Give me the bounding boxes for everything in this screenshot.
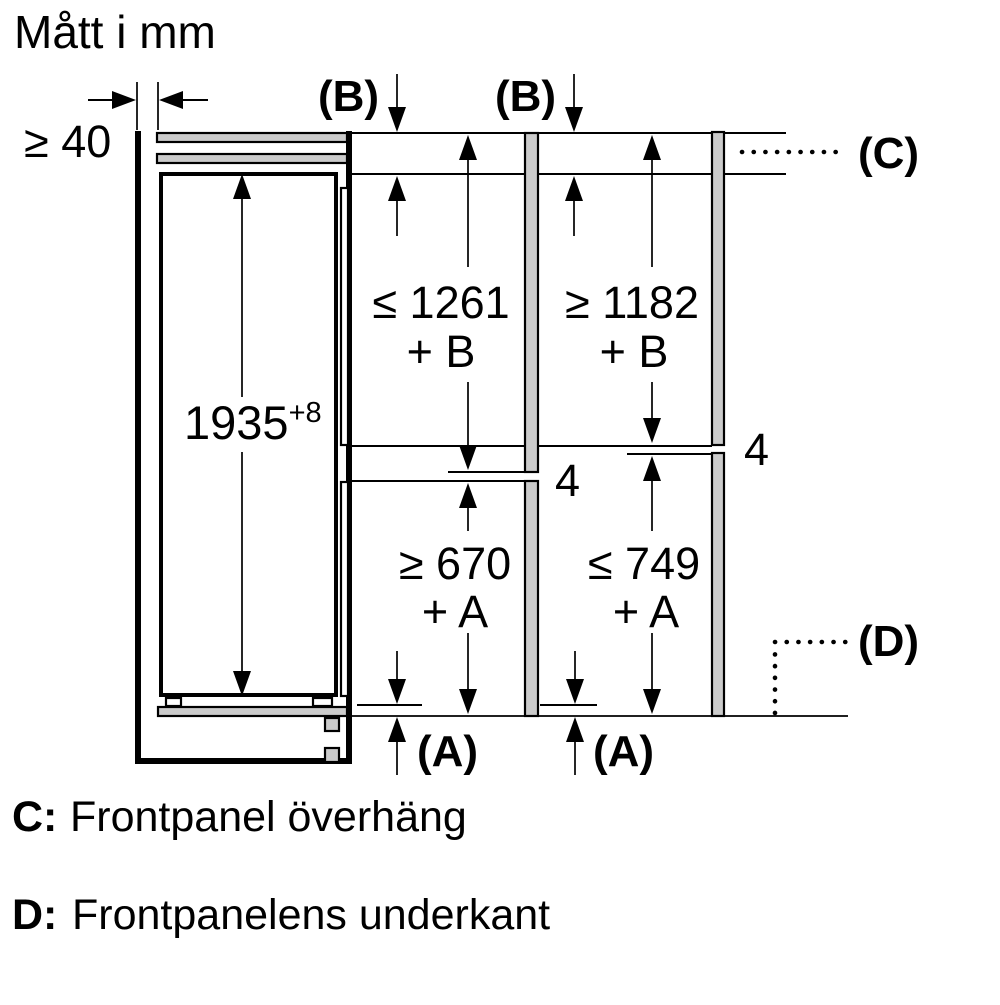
lower-left-value: ≥ 670 bbox=[399, 538, 511, 589]
arrow-up-icon bbox=[566, 717, 584, 742]
a-dimension-right: (A) bbox=[566, 651, 654, 776]
gap-right-label: 4 bbox=[744, 424, 769, 475]
arrow-up-icon bbox=[565, 176, 583, 201]
page-title: Mått i mm bbox=[14, 6, 216, 58]
arrow-down-icon bbox=[459, 689, 477, 714]
middle-panel-upper bbox=[523, 131, 540, 474]
legend-key-c: C: bbox=[12, 793, 57, 841]
arrow-down-icon bbox=[565, 107, 583, 132]
legend-text-c: Frontpanel överhäng bbox=[70, 793, 467, 841]
right-panel-upper bbox=[710, 130, 726, 447]
b-dimension-left: (B) bbox=[318, 72, 406, 236]
arrow-left-icon bbox=[159, 91, 183, 109]
legend: C: Frontpanel överhäng D: Frontpanelens un… bbox=[12, 793, 550, 939]
upper-right-value: ≥ 1182 bbox=[565, 277, 699, 328]
arrow-up-icon bbox=[233, 174, 251, 199]
front-panels bbox=[523, 130, 726, 718]
appliance-foot-right bbox=[311, 696, 334, 708]
a-dimension-left: (A) bbox=[388, 651, 478, 776]
top-fixing-rail-2 bbox=[155, 152, 349, 165]
lower-right-suffix: + A bbox=[613, 586, 679, 637]
arrow-up-icon bbox=[643, 135, 661, 160]
arrow-up-icon bbox=[388, 717, 406, 742]
c-reference: (C) bbox=[739, 129, 919, 178]
arrow-down-icon bbox=[233, 671, 251, 696]
c-label: (C) bbox=[858, 129, 919, 178]
arrow-down-icon bbox=[643, 689, 661, 714]
niche-height-label: 1935+8 bbox=[184, 396, 322, 449]
right-panel-lower bbox=[710, 451, 726, 718]
legend-text-d: Frontpanelens underkant bbox=[72, 891, 550, 939]
plinth-block-1 bbox=[323, 716, 341, 733]
cabinet-left-wall bbox=[135, 131, 141, 764]
bottom-fixing-rail bbox=[156, 705, 349, 718]
lower-left-dimension: ≥ 670 + A bbox=[399, 483, 511, 714]
b-left-label: (B) bbox=[318, 72, 379, 121]
upper-left-value: ≤ 1261 bbox=[372, 277, 509, 328]
arrow-down-icon bbox=[566, 679, 584, 704]
legend-line-c: C: Frontpanel överhäng bbox=[12, 793, 467, 841]
lower-right-value: ≤ 749 bbox=[588, 538, 700, 589]
appliance-door-lower bbox=[339, 480, 350, 698]
lower-left-suffix: + A bbox=[422, 586, 488, 637]
b-dimension-right: (B) bbox=[495, 72, 583, 236]
arrow-up-icon bbox=[388, 176, 406, 201]
upper-right-dimension: ≥ 1182 + B bbox=[565, 135, 699, 443]
top-fixing-rail-1 bbox=[155, 131, 349, 144]
arrow-up-icon bbox=[643, 456, 661, 481]
arrow-up-icon bbox=[459, 483, 477, 508]
wall-clearance-dimension: ≥ 40 bbox=[24, 82, 208, 167]
appliance-foot-left bbox=[164, 696, 183, 708]
middle-panel-lower bbox=[523, 479, 540, 718]
arrow-down-icon bbox=[459, 445, 477, 470]
arrow-down-icon bbox=[643, 418, 661, 443]
appliance-body bbox=[159, 172, 338, 697]
upper-left-dimension: ≤ 1261 + B bbox=[372, 135, 510, 470]
upper-left-suffix: + B bbox=[407, 326, 476, 377]
arrow-right-icon bbox=[112, 91, 136, 109]
arrow-up-icon bbox=[459, 135, 477, 160]
a-left-label: (A) bbox=[417, 727, 478, 776]
cabinet bbox=[135, 131, 352, 764]
plinth-block-2 bbox=[323, 746, 341, 764]
legend-line-d: D: Frontpanelens underkant bbox=[12, 891, 550, 939]
cabinet-right-wall bbox=[346, 131, 352, 764]
niche-height-dimension: 1935+8 bbox=[184, 174, 322, 696]
legend-key-d: D: bbox=[12, 891, 57, 939]
gap-middle-label: 4 bbox=[555, 455, 580, 506]
appliance-door-upper bbox=[339, 186, 350, 447]
d-label: (D) bbox=[858, 617, 919, 666]
d-reference: (D) bbox=[772, 617, 919, 716]
cabinet-bottom-wall bbox=[135, 758, 352, 764]
arrow-down-icon bbox=[388, 679, 406, 704]
arrow-down-icon bbox=[388, 107, 406, 132]
lower-right-dimension: ≤ 749 + A bbox=[588, 456, 700, 714]
upper-right-suffix: + B bbox=[600, 326, 669, 377]
b-right-label: (B) bbox=[495, 72, 556, 121]
a-right-label: (A) bbox=[593, 727, 654, 776]
wall-clearance-label: ≥ 40 bbox=[24, 116, 111, 167]
